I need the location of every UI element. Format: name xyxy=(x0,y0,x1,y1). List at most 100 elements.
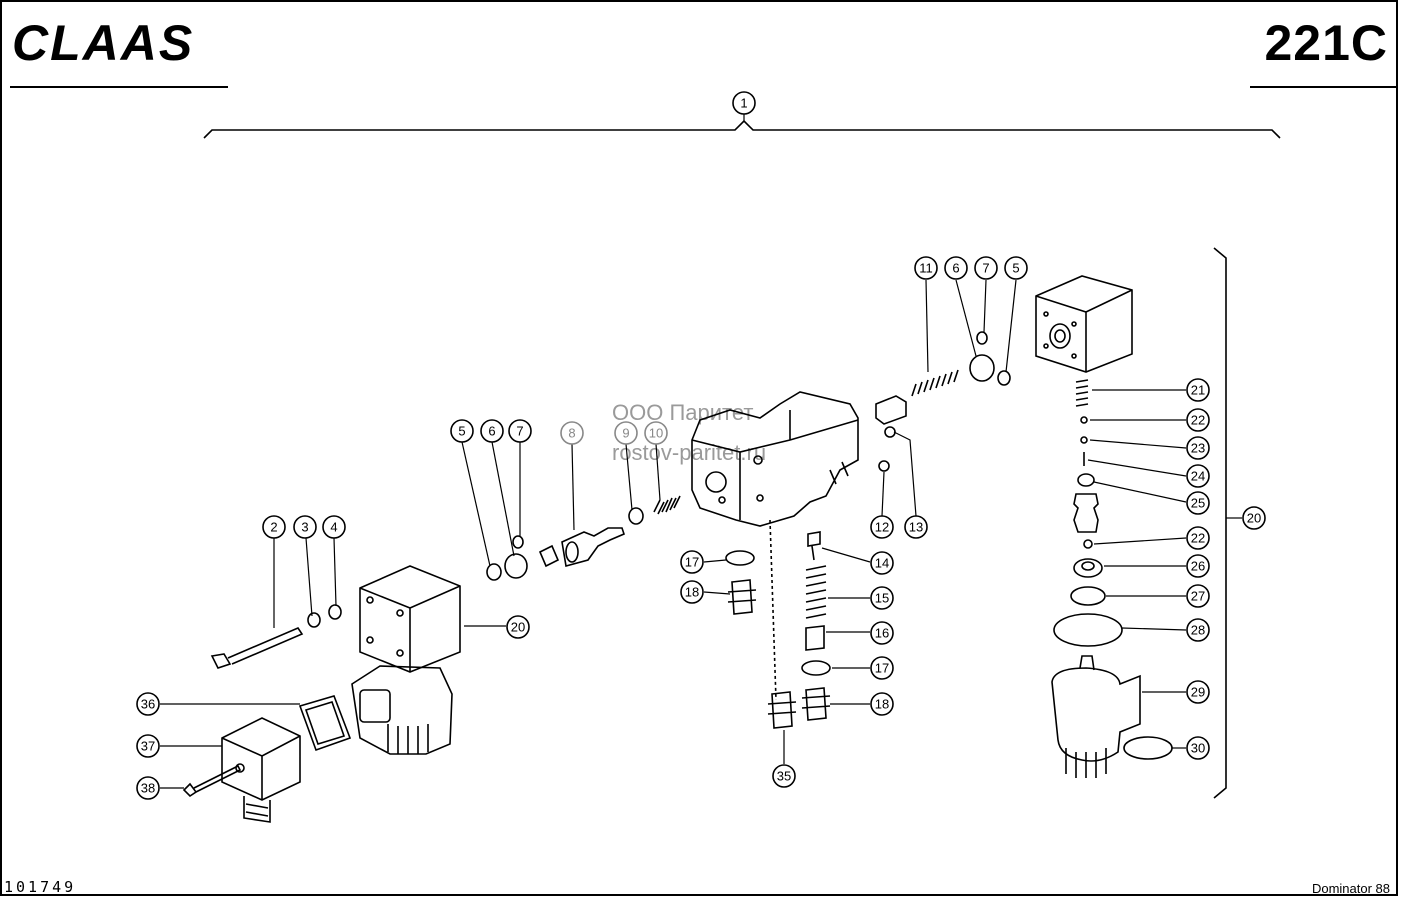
bolt xyxy=(210,627,304,669)
callout-7: 7 xyxy=(516,424,523,439)
callout-3: 3 xyxy=(301,520,308,535)
callout-5: 5 xyxy=(1012,261,1019,276)
valve-body xyxy=(691,391,907,701)
piston xyxy=(805,625,825,651)
plug xyxy=(878,460,890,472)
ball xyxy=(1083,539,1093,549)
callout-35: 35 xyxy=(777,769,791,784)
callout-5: 5 xyxy=(458,424,465,439)
valve-spool xyxy=(561,527,625,568)
sleeve xyxy=(538,544,560,568)
fitting xyxy=(767,691,797,729)
assembly-brace xyxy=(203,119,1281,139)
callout-20: 20 xyxy=(511,620,525,635)
group-bracket xyxy=(1213,247,1227,799)
callout-23: 23 xyxy=(1191,441,1205,456)
nut xyxy=(1073,558,1103,578)
callout-6: 6 xyxy=(952,261,959,276)
callout-14: 14 xyxy=(875,556,889,571)
relief-parts xyxy=(911,331,1011,397)
callout-27: 27 xyxy=(1191,589,1205,604)
o-ring xyxy=(1070,586,1106,606)
machine-model: Dominator 88 xyxy=(1311,881,1390,896)
o-ring xyxy=(969,354,995,382)
callout-6: 6 xyxy=(488,424,495,439)
spring xyxy=(911,369,959,397)
leader-lines xyxy=(160,114,1242,789)
drawing-number: 101749 xyxy=(4,878,77,896)
spring xyxy=(653,495,681,515)
fitting xyxy=(727,579,757,615)
washer xyxy=(307,612,321,628)
callout-16: 16 xyxy=(875,626,889,641)
fitting xyxy=(801,687,831,721)
o-ring xyxy=(997,370,1011,386)
callout-26: 26 xyxy=(1191,559,1205,574)
plug xyxy=(884,426,896,438)
ball xyxy=(1080,436,1088,444)
callout-4: 4 xyxy=(330,520,337,535)
o-ring xyxy=(512,535,524,549)
callout-22: 22 xyxy=(1191,413,1205,428)
callout-37: 37 xyxy=(141,739,155,754)
callout-24: 24 xyxy=(1191,469,1205,484)
watermark-company: ООО Паритет xyxy=(612,400,754,425)
o-ring xyxy=(976,331,988,345)
callout-30: 30 xyxy=(1191,741,1205,756)
seal-ring xyxy=(801,660,831,676)
o-ring xyxy=(1077,473,1095,487)
ball xyxy=(1080,416,1088,424)
callout-38: 38 xyxy=(141,781,155,796)
brand-logo: CLAAS xyxy=(12,15,232,71)
callout-25: 25 xyxy=(1191,496,1205,511)
callout-21: 21 xyxy=(1191,383,1205,398)
spring xyxy=(1075,379,1089,407)
spool-parts xyxy=(486,495,681,581)
seal-ring xyxy=(725,550,755,566)
o-ring xyxy=(1123,736,1173,760)
o-ring xyxy=(628,507,644,525)
callout-9: 9 xyxy=(622,426,629,441)
o-ring xyxy=(504,553,528,579)
callouts: 1 2 3 4 5 6 7 8 9 10 11 6 7 5 12 13 20 1… xyxy=(136,91,1266,800)
callout-18: 18 xyxy=(875,697,889,712)
page-number: 221C xyxy=(1264,15,1388,71)
callout-11: 11 xyxy=(919,261,933,276)
fittings xyxy=(725,531,831,729)
callout-7: 7 xyxy=(982,261,989,276)
callout-10: 10 xyxy=(649,426,663,441)
solenoid-block xyxy=(1035,275,1133,373)
solenoid-coil xyxy=(1051,667,1141,762)
solenoid-coil xyxy=(351,665,453,755)
end-cap xyxy=(875,395,907,425)
callout-8: 8 xyxy=(568,426,575,441)
callout-17: 17 xyxy=(875,661,889,676)
callout-36: 36 xyxy=(141,697,155,712)
callout-17: 17 xyxy=(685,555,699,570)
right-solenoid-assembly xyxy=(1035,275,1173,778)
bolt xyxy=(807,531,821,561)
spring xyxy=(805,565,827,619)
svg-text:CLAAS: CLAAS xyxy=(12,18,194,66)
o-ring xyxy=(486,563,502,581)
callout-1: 1 xyxy=(740,96,747,111)
brand-underline xyxy=(10,86,228,88)
screw xyxy=(182,764,242,798)
callout-15: 15 xyxy=(875,591,889,606)
callout-13: 13 xyxy=(909,520,923,535)
valve-seat xyxy=(1073,493,1099,533)
claas-logo: CLAAS xyxy=(12,15,194,71)
left-solenoid-assembly xyxy=(182,565,461,823)
callout-29: 29 xyxy=(1191,685,1205,700)
connector-plug xyxy=(221,717,301,801)
o-ring xyxy=(1053,613,1123,647)
callout-28: 28 xyxy=(1191,623,1205,638)
callout-22: 22 xyxy=(1191,531,1205,546)
callout-20: 20 xyxy=(1247,511,1261,526)
callout-12: 12 xyxy=(875,520,889,535)
gasket xyxy=(298,695,352,752)
washer xyxy=(328,604,342,620)
solenoid-block xyxy=(359,565,461,673)
